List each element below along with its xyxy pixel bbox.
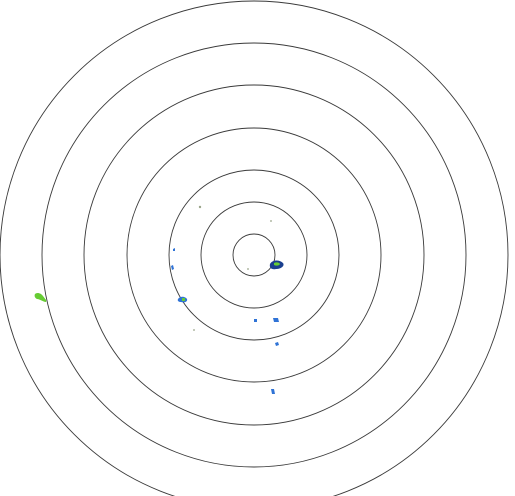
range-ring-2 [200, 201, 308, 309]
range-ring-5 [83, 84, 425, 426]
echo-trace-1 [198, 205, 202, 209]
echo-cluster-near-center-core [274, 262, 280, 266]
echo-trace-3 [193, 329, 195, 331]
echo-southeast-3 [271, 389, 275, 394]
range-ring-6 [41, 42, 467, 468]
range-ring-1 [232, 233, 276, 277]
echo-far-west [34, 292, 47, 302]
range-ring-4 [126, 127, 382, 383]
echo-southeast-4 [254, 319, 257, 322]
echo-returns [34, 205, 284, 394]
echo-southeast-1 [273, 318, 279, 322]
range-ring-3 [168, 169, 340, 341]
echo-trace-2 [270, 220, 272, 222]
echo-west-small-2 [173, 248, 175, 251]
echo-west-small-1 [171, 265, 174, 270]
echo-trace-4 [247, 268, 249, 270]
echo-southwest-core [182, 298, 185, 301]
echo-southeast-2 [275, 342, 279, 346]
